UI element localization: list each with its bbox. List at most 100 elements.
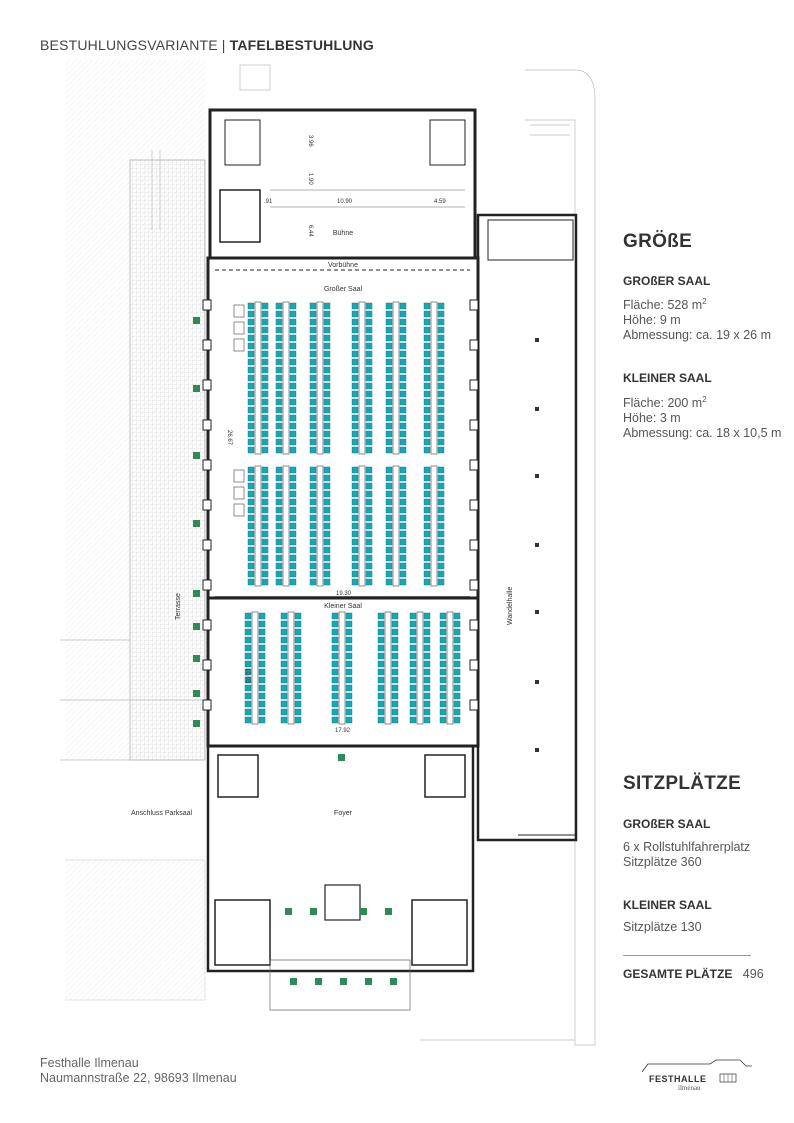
great-hall-table-row bbox=[275, 465, 297, 587]
exit-sign bbox=[390, 978, 397, 985]
chair bbox=[423, 310, 431, 318]
chair bbox=[423, 482, 431, 490]
chair bbox=[323, 506, 331, 514]
chair bbox=[309, 414, 317, 422]
chair bbox=[437, 318, 445, 326]
chair bbox=[261, 446, 269, 454]
chair bbox=[247, 366, 255, 374]
chair bbox=[351, 546, 359, 554]
chair bbox=[385, 482, 393, 490]
chair bbox=[323, 514, 331, 522]
chair bbox=[244, 620, 252, 628]
exit-sign bbox=[360, 908, 367, 915]
chair bbox=[391, 660, 399, 668]
exit-sign bbox=[193, 317, 200, 324]
chair bbox=[289, 498, 297, 506]
chair bbox=[280, 612, 288, 620]
chair bbox=[289, 538, 297, 546]
chair bbox=[437, 538, 445, 546]
chair bbox=[351, 342, 359, 350]
chair bbox=[247, 342, 255, 350]
exit-signs bbox=[193, 317, 397, 985]
chair bbox=[377, 708, 385, 716]
chair bbox=[399, 554, 407, 562]
chair bbox=[247, 530, 255, 538]
chair bbox=[280, 700, 288, 708]
chair bbox=[247, 578, 255, 586]
small-hall-table-row bbox=[439, 611, 461, 725]
chair bbox=[294, 692, 302, 700]
chair bbox=[365, 538, 373, 546]
banquet-table bbox=[384, 611, 392, 725]
chair bbox=[261, 350, 269, 358]
chair bbox=[423, 382, 431, 390]
chair bbox=[351, 350, 359, 358]
chair bbox=[309, 422, 317, 430]
chair bbox=[323, 366, 331, 374]
chair bbox=[365, 390, 373, 398]
total-seats-value: 496 bbox=[742, 967, 764, 981]
header-separator: | bbox=[221, 37, 226, 53]
chair bbox=[309, 430, 317, 438]
chair bbox=[289, 334, 297, 342]
great-hall-table-row bbox=[423, 465, 445, 587]
chair bbox=[309, 474, 317, 482]
chair bbox=[399, 578, 407, 586]
chair bbox=[399, 390, 407, 398]
chair bbox=[365, 302, 373, 310]
chair bbox=[294, 652, 302, 660]
chair bbox=[423, 350, 431, 358]
chair bbox=[399, 350, 407, 358]
chair bbox=[351, 406, 359, 414]
chair bbox=[423, 676, 431, 684]
chair bbox=[399, 438, 407, 446]
chair bbox=[365, 506, 373, 514]
chair bbox=[391, 676, 399, 684]
chair bbox=[437, 474, 445, 482]
chair bbox=[399, 318, 407, 326]
chair bbox=[399, 326, 407, 334]
chair bbox=[247, 430, 255, 438]
banquet-table bbox=[392, 301, 400, 455]
chair bbox=[365, 522, 373, 530]
chair bbox=[261, 554, 269, 562]
chair bbox=[351, 422, 359, 430]
chair bbox=[323, 570, 331, 578]
chair bbox=[409, 612, 417, 620]
dim-26-67: 26.67 bbox=[226, 430, 232, 446]
chair bbox=[423, 716, 431, 724]
chair bbox=[331, 628, 339, 636]
chair bbox=[247, 546, 255, 554]
chair bbox=[453, 612, 461, 620]
chair bbox=[437, 334, 445, 342]
chair bbox=[423, 620, 431, 628]
chair bbox=[423, 374, 431, 382]
chair bbox=[331, 620, 339, 628]
chair bbox=[309, 318, 317, 326]
chair bbox=[289, 474, 297, 482]
chair bbox=[437, 498, 445, 506]
chair bbox=[275, 570, 283, 578]
chair bbox=[261, 422, 269, 430]
chair bbox=[391, 620, 399, 628]
chair bbox=[453, 676, 461, 684]
chair bbox=[345, 700, 353, 708]
chair bbox=[331, 692, 339, 700]
chair bbox=[385, 334, 393, 342]
wheelchair-spot bbox=[233, 338, 245, 352]
chair bbox=[385, 350, 393, 358]
chair bbox=[423, 318, 431, 326]
exit-sign bbox=[315, 978, 322, 985]
banquet-table bbox=[254, 465, 262, 587]
chair bbox=[365, 382, 373, 390]
chair bbox=[244, 684, 252, 692]
chair bbox=[385, 310, 393, 318]
chair bbox=[331, 636, 339, 644]
chair bbox=[423, 612, 431, 620]
chair bbox=[323, 350, 331, 358]
address-line-2: Naumannstraße 22, 98693 Ilmenau bbox=[40, 1071, 237, 1085]
chair bbox=[244, 660, 252, 668]
chair bbox=[289, 406, 297, 414]
chair bbox=[439, 612, 447, 620]
chair bbox=[365, 498, 373, 506]
